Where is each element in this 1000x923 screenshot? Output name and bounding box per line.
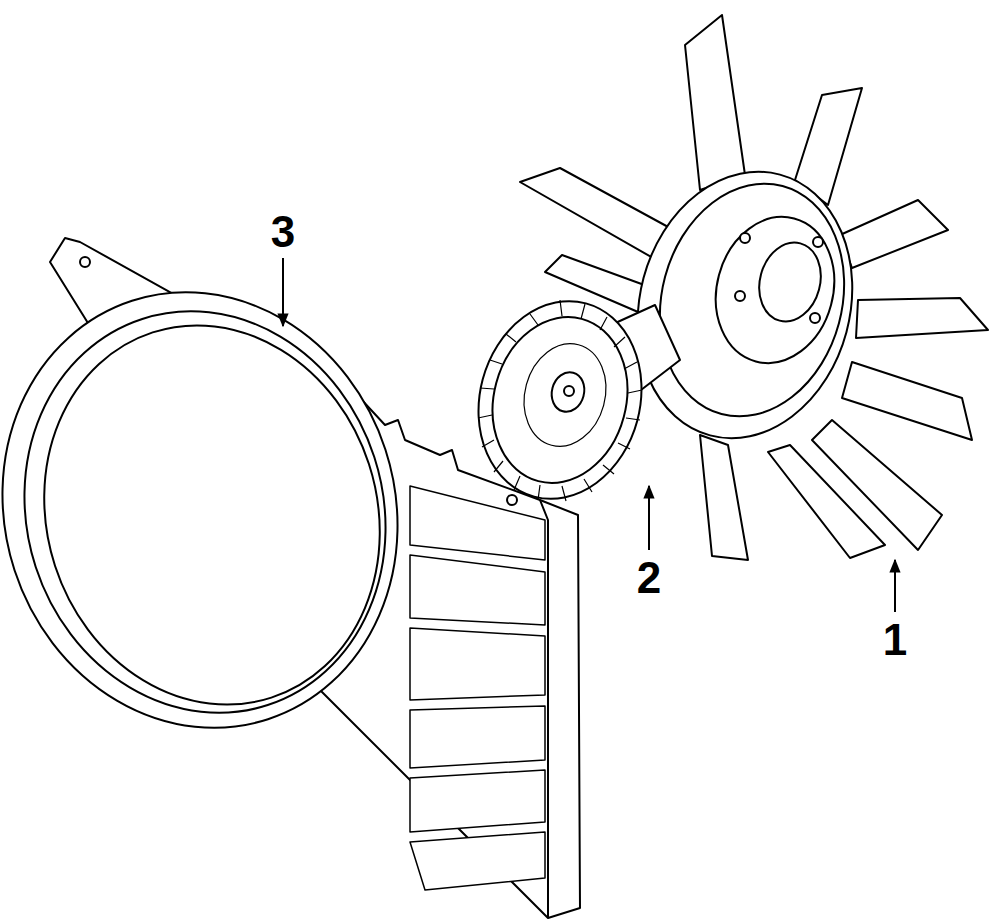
callout-number: 2 bbox=[637, 556, 661, 600]
callout-number: 1 bbox=[883, 618, 907, 662]
leader-arrows bbox=[283, 258, 895, 612]
fan-shroud bbox=[0, 238, 580, 918]
fan-hub bbox=[609, 147, 882, 462]
callout-number: 3 bbox=[271, 210, 295, 254]
